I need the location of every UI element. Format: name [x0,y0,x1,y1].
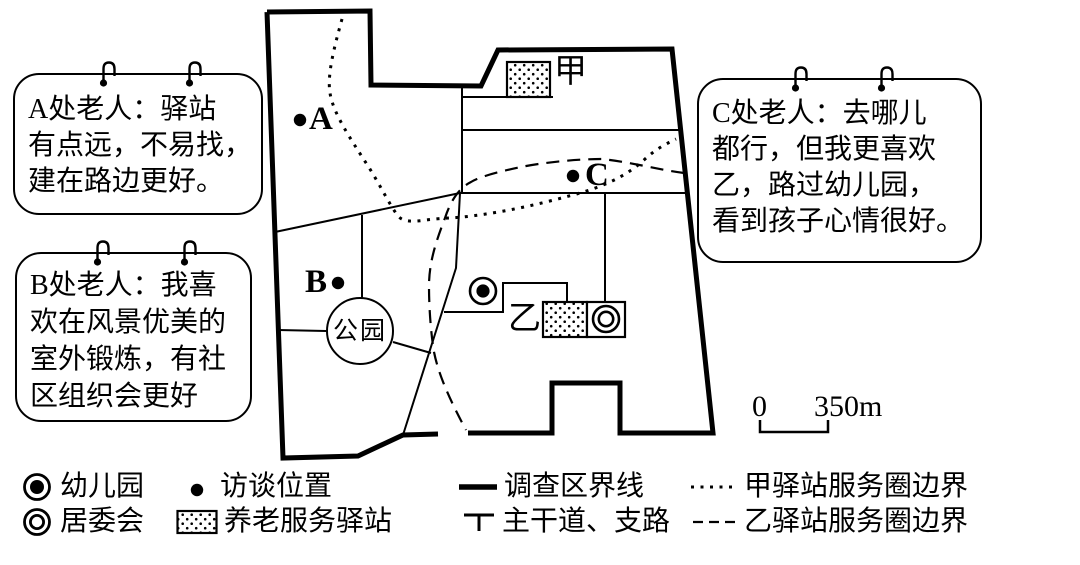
kindergarten-icon [23,473,51,501]
yi-service-circle-icon [693,520,738,524]
hanger-pin-icon [185,61,202,87]
legend-label: 调查区界线 [504,471,645,502]
quote-bubble-b: B处老人：我喜 欢在风景优美的 室外锻炼，有社 区组织会更好 [15,240,252,422]
survey-area-boundary [264,8,716,461]
bubble-c-line: 看到孩子心情很好。 [712,206,965,237]
station-jia-label: 甲 [554,54,587,90]
station-jia-rect [505,60,552,99]
quote-bubble-a: A处老人：驿站 有点远，不易找， 建在路边更好。 [13,61,263,215]
kindergarten-symbol [468,276,498,306]
station-yi-label: 乙 [508,301,541,337]
bubble-c-line: 乙，路过幼儿园， [712,170,937,201]
bubble-a-line: 建在路边更好。 [28,166,225,197]
hanger-pin-icon [180,240,197,266]
legend-item-service-station: 养老服务驿站 [176,505,392,539]
point-label-a: A [309,101,333,137]
legend-item-jia-service-circle: 甲驿站服务圈边界 [690,470,968,504]
interview-dot-c [566,169,580,183]
residents-committee-symbol [585,300,627,339]
legend-label: 访谈位置 [220,471,333,502]
legend-item-residents-committee: 居委会 [20,505,144,539]
park-label: 公园 [332,318,387,345]
legend-label: 主干道、支路 [502,506,671,537]
station-yi-rect [541,300,589,339]
legend-label: 乙驿站服务圈边界 [744,506,969,537]
hanger-pin-icon [99,61,116,87]
point-label-c: C [585,157,609,193]
bubble-b-line: 欢在风景优美的 [30,307,227,338]
bubble-b-line: 区组织会更好 [30,381,199,412]
interview-point-icon [190,483,204,497]
bubble-a-line: 有点远，不易找， [28,130,253,161]
jia-service-circle-icon [691,485,738,489]
scale-zero-label: 0 [752,390,767,423]
quote-bubble-c: C处老人：去哪儿 都行，但我更喜欢 乙，路过幼儿园， 看到孩子心情很好。 [697,66,982,263]
legend-label: 幼儿园 [60,471,145,502]
hanger-pin-icon [93,240,110,266]
legend-item-road: 主干道、支路 [462,505,670,539]
yi-service-circle-line [427,157,685,431]
park-circle [326,297,394,365]
bubble-c-line: C处老人：去哪儿 [712,98,927,129]
bubble-c-line: 都行，但我更喜欢 [712,134,937,165]
hanger-pin-icon [877,66,894,92]
bubble-b-line: 室外锻炼，有社 [30,344,227,375]
legend-label: 养老服务驿站 [224,506,393,537]
legend-item-yi-service-circle: 乙驿站服务圈边界 [692,505,968,539]
interview-dot-a [293,113,307,127]
point-label-b: B [305,264,328,300]
service-station-icon [176,509,218,535]
interview-dot-b [331,276,345,290]
road-icon [464,513,494,531]
scale-bar-bracket [758,420,830,434]
legend-item-kindergarten: 幼儿园 [20,470,144,504]
legend-item-survey-boundary: 调查区界线 [458,470,644,504]
residents-committee-icon [23,508,51,536]
legend-label: 甲驿站服务圈边界 [744,471,969,502]
hanger-pin-icon [791,66,808,92]
bubble-b-line: B处老人：我喜 [30,270,217,301]
survey-boundary-icon [459,484,497,490]
bubble-a-line: A处老人：驿站 [28,94,217,125]
scale-distance-label: 350m [814,390,883,423]
legend-item-interview-point: 访谈位置 [180,470,332,504]
legend-label: 居委会 [60,506,145,537]
roads-network [274,87,688,436]
